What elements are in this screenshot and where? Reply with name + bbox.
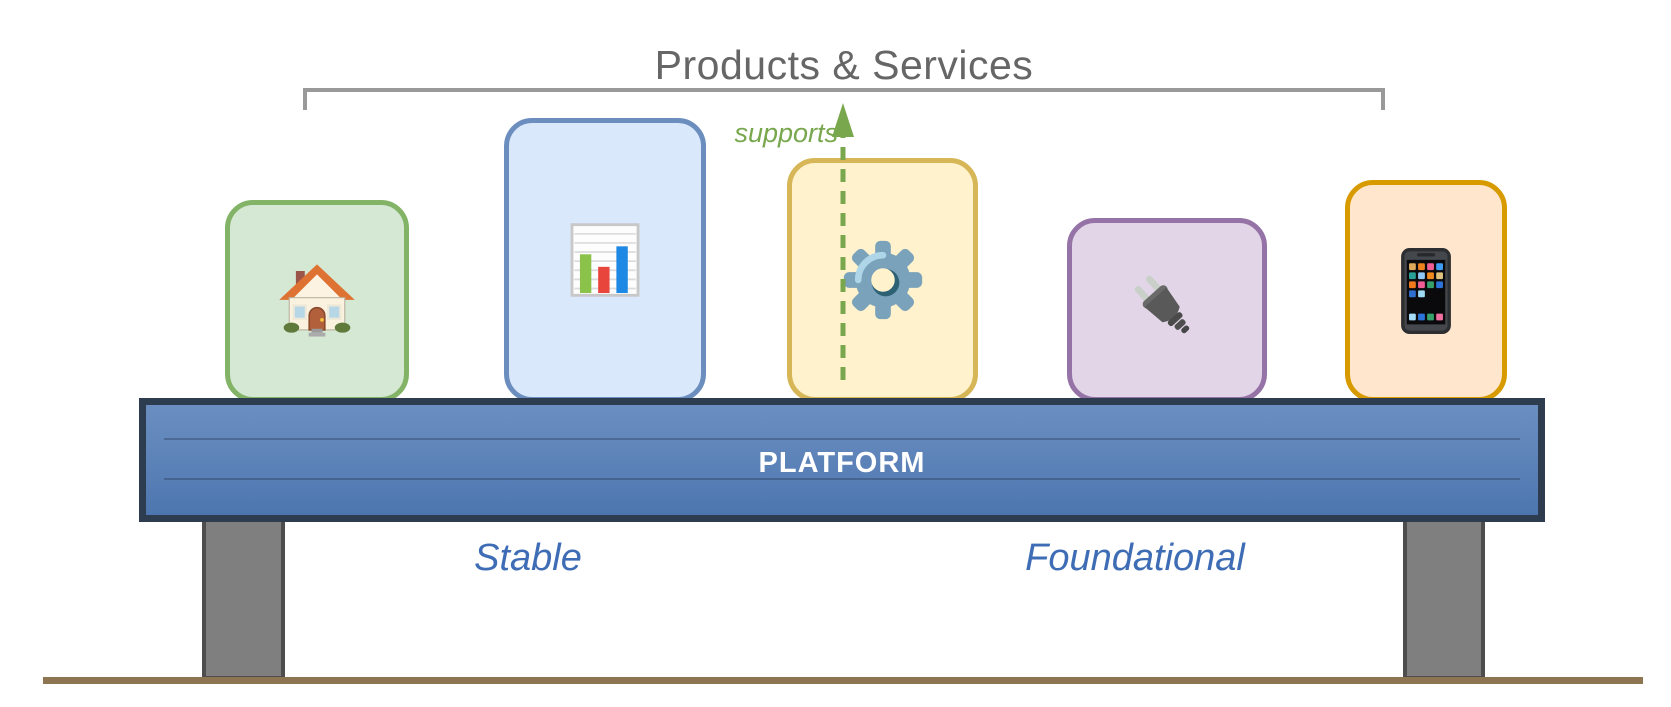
- platform-bar: PLATFORM: [139, 398, 1545, 522]
- card-house: [225, 200, 409, 402]
- bar-chart-icon: [564, 219, 646, 301]
- table-leg-left: [202, 518, 285, 680]
- card-smartphone: [1345, 180, 1507, 402]
- card-gear: [787, 158, 978, 402]
- plug-icon: [1123, 266, 1211, 354]
- gear-icon: [836, 233, 930, 327]
- stable-label: Stable: [474, 537, 582, 579]
- table-leg-right: [1403, 518, 1485, 680]
- card-plug: [1067, 218, 1267, 402]
- supports-dashed-arrow-icon: [832, 103, 854, 380]
- platform-divider-line: [164, 478, 1520, 480]
- diagram-title: Products & Services: [654, 42, 1034, 88]
- card-bar-chart: [504, 118, 706, 402]
- platform-label: PLATFORM: [758, 446, 926, 479]
- foundational-label: Foundational: [1025, 537, 1245, 579]
- products-services-bracket: [303, 88, 1385, 110]
- smartphone-icon: [1401, 248, 1451, 334]
- ground-line: [43, 677, 1643, 684]
- platform-divider-line: [164, 438, 1520, 440]
- house-icon: [277, 261, 357, 341]
- supports-label: supports: [734, 118, 838, 148]
